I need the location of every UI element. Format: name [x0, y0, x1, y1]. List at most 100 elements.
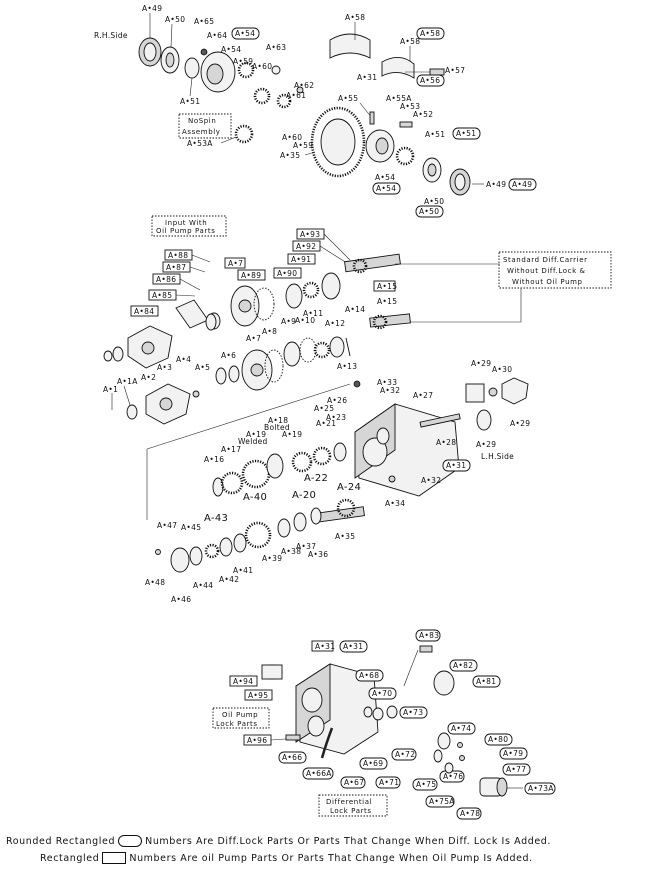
- lock-parts-section: A•31 A•31 A•68 A•83 A•82 A•81 A•94 A•95 …: [212, 629, 556, 820]
- callout-a64: A•64: [207, 31, 227, 40]
- callout-a25: A•25: [314, 404, 334, 413]
- callout-a70: A•70: [372, 689, 392, 698]
- callout-a59: A•59: [233, 57, 253, 66]
- legend-rounded-row: Rounded Rectangled Numbers Are Diff.Lock…: [6, 835, 551, 847]
- callout-a93: A•93: [300, 230, 320, 239]
- callout-a12: A•12: [325, 319, 345, 328]
- callout-a50b-rounded: A•50: [419, 207, 439, 216]
- callout-a55a: A•55A: [386, 94, 412, 103]
- callout-a31-rounded: A•31: [446, 461, 466, 470]
- differential-section: R.H.Side A•49 A•50 A•51 A•65 A•64 A•54 A…: [94, 4, 537, 218]
- input-shaft-icon: [344, 253, 401, 273]
- callout-a9: A•9: [281, 317, 296, 326]
- callout-a67: A•67: [344, 778, 364, 787]
- rear-cover-icon: [170, 547, 190, 573]
- callout-a81: A•81: [476, 677, 496, 686]
- callout-a80: A•80: [488, 735, 508, 744]
- callout-a59b: A•59: [293, 141, 313, 150]
- nospin-assembly-box: [178, 113, 232, 139]
- callout-a14: A•14: [345, 305, 365, 314]
- callout-a61: A•61: [286, 91, 306, 100]
- callout-a13: A•13: [337, 362, 357, 371]
- callout-a19b: A•19: [246, 430, 266, 439]
- callout-a3: A•3: [157, 363, 172, 372]
- callout-a72: A•72: [395, 750, 415, 759]
- callout-a66: A•66: [282, 753, 302, 762]
- callout-a32: A•32: [380, 386, 400, 395]
- callout-a69: A•69: [363, 759, 383, 768]
- callout-a42: A•42: [219, 575, 239, 584]
- callout-a95: A•95: [248, 691, 268, 700]
- callout-a22: A-22: [304, 473, 328, 484]
- callout-a49: A•49: [142, 4, 162, 13]
- callout-a56: A•56: [420, 76, 440, 85]
- callout-a55: A•55: [338, 94, 358, 103]
- gear-a17-icon: [220, 471, 244, 495]
- callout-a58b: A•58: [400, 37, 420, 46]
- callout-a86: A•86: [156, 275, 176, 284]
- differential-lock-box: [318, 794, 388, 817]
- callout-a82: A•82: [453, 661, 473, 670]
- callout-a18: A•18: [268, 416, 288, 425]
- callout-a94: A•94: [233, 677, 253, 686]
- callout-a83: A•83: [419, 631, 439, 640]
- svg-text:Standard Diff.Carrier: Standard Diff.Carrier: [503, 256, 588, 264]
- callout-a85: A•85: [152, 291, 172, 300]
- welded-note: Welded: [238, 437, 268, 446]
- callout-a20: A-20: [292, 490, 316, 501]
- callout-a74: A•74: [451, 724, 471, 733]
- callout-a60: A•60: [252, 62, 272, 71]
- svg-text:Input With: Input With: [165, 219, 207, 227]
- callout-a39: A•39: [262, 554, 282, 563]
- callout-a5: A•5: [195, 363, 210, 372]
- svg-text:Oil Pump: Oil Pump: [222, 711, 258, 719]
- rounded-rectangle-icon: [118, 835, 143, 847]
- callout-a90: A•90: [277, 269, 297, 278]
- callout-a15-rect: A•15: [377, 282, 397, 291]
- svg-text:Lock Parts: Lock Parts: [330, 807, 372, 815]
- shift-fork-icon: [419, 645, 433, 653]
- input-section: Input With Oil Pump Parts A•88 A•87 A•86…: [103, 215, 612, 604]
- lh-side-label: L.H.Side: [481, 452, 514, 461]
- callout-a54b: A•54: [375, 173, 395, 182]
- pinion-gear-icon: [253, 87, 271, 105]
- svg-text:Lock Parts: Lock Parts: [216, 720, 258, 728]
- callout-a27: A•27: [413, 391, 433, 400]
- callout-a96: A•96: [247, 736, 267, 745]
- nospin-icon: [234, 124, 254, 144]
- callout-a76: A•76: [443, 772, 463, 781]
- callout-a79: A•79: [503, 749, 523, 758]
- callout-a87: A•87: [166, 263, 186, 272]
- callout-a31c-rounded: A•31: [343, 642, 363, 651]
- callout-a53a: A•53A: [187, 139, 213, 148]
- callout-a54b-rounded: A•54: [376, 184, 396, 193]
- callout-a49b: A•49: [486, 180, 506, 189]
- callout-a73: A•73: [403, 708, 423, 717]
- callout-a89: A•89: [241, 271, 261, 280]
- callout-a49b-rounded: A•49: [512, 180, 532, 189]
- callout-a31-top: A•31: [357, 73, 377, 82]
- callout-a7-rect: A•7: [228, 259, 243, 268]
- callout-a48: A•48: [145, 578, 165, 587]
- callout-a75: A•75: [416, 780, 436, 789]
- callout-a4: A•4: [176, 355, 191, 364]
- callout-a91: A•91: [291, 255, 311, 264]
- cap-bolt-icon: [429, 68, 445, 76]
- legend-rect-row: Rectangled Numbers Are oil Pump Parts Or…: [40, 852, 533, 864]
- svg-text:Without Diff.Lock &: Without Diff.Lock &: [507, 267, 586, 275]
- callout-a31c: A•31: [315, 642, 335, 651]
- callout-a51: A•51: [180, 97, 200, 106]
- callout-a51b: A•51: [425, 130, 445, 139]
- callout-a68: A•68: [359, 671, 379, 680]
- callout-a16: A•16: [204, 455, 224, 464]
- svg-text:Oil Pump Parts: Oil Pump Parts: [156, 227, 216, 235]
- callout-a7: A•7: [246, 334, 261, 343]
- callout-a37: A•37: [296, 542, 316, 551]
- callout-a11: A•11: [303, 309, 323, 318]
- callout-a29: A•29: [471, 359, 491, 368]
- diff-lock-marker: [231, 27, 260, 40]
- callout-a32b: A•32: [421, 476, 441, 485]
- callout-a17: A•17: [221, 445, 241, 454]
- callout-a57: A•57: [445, 66, 465, 75]
